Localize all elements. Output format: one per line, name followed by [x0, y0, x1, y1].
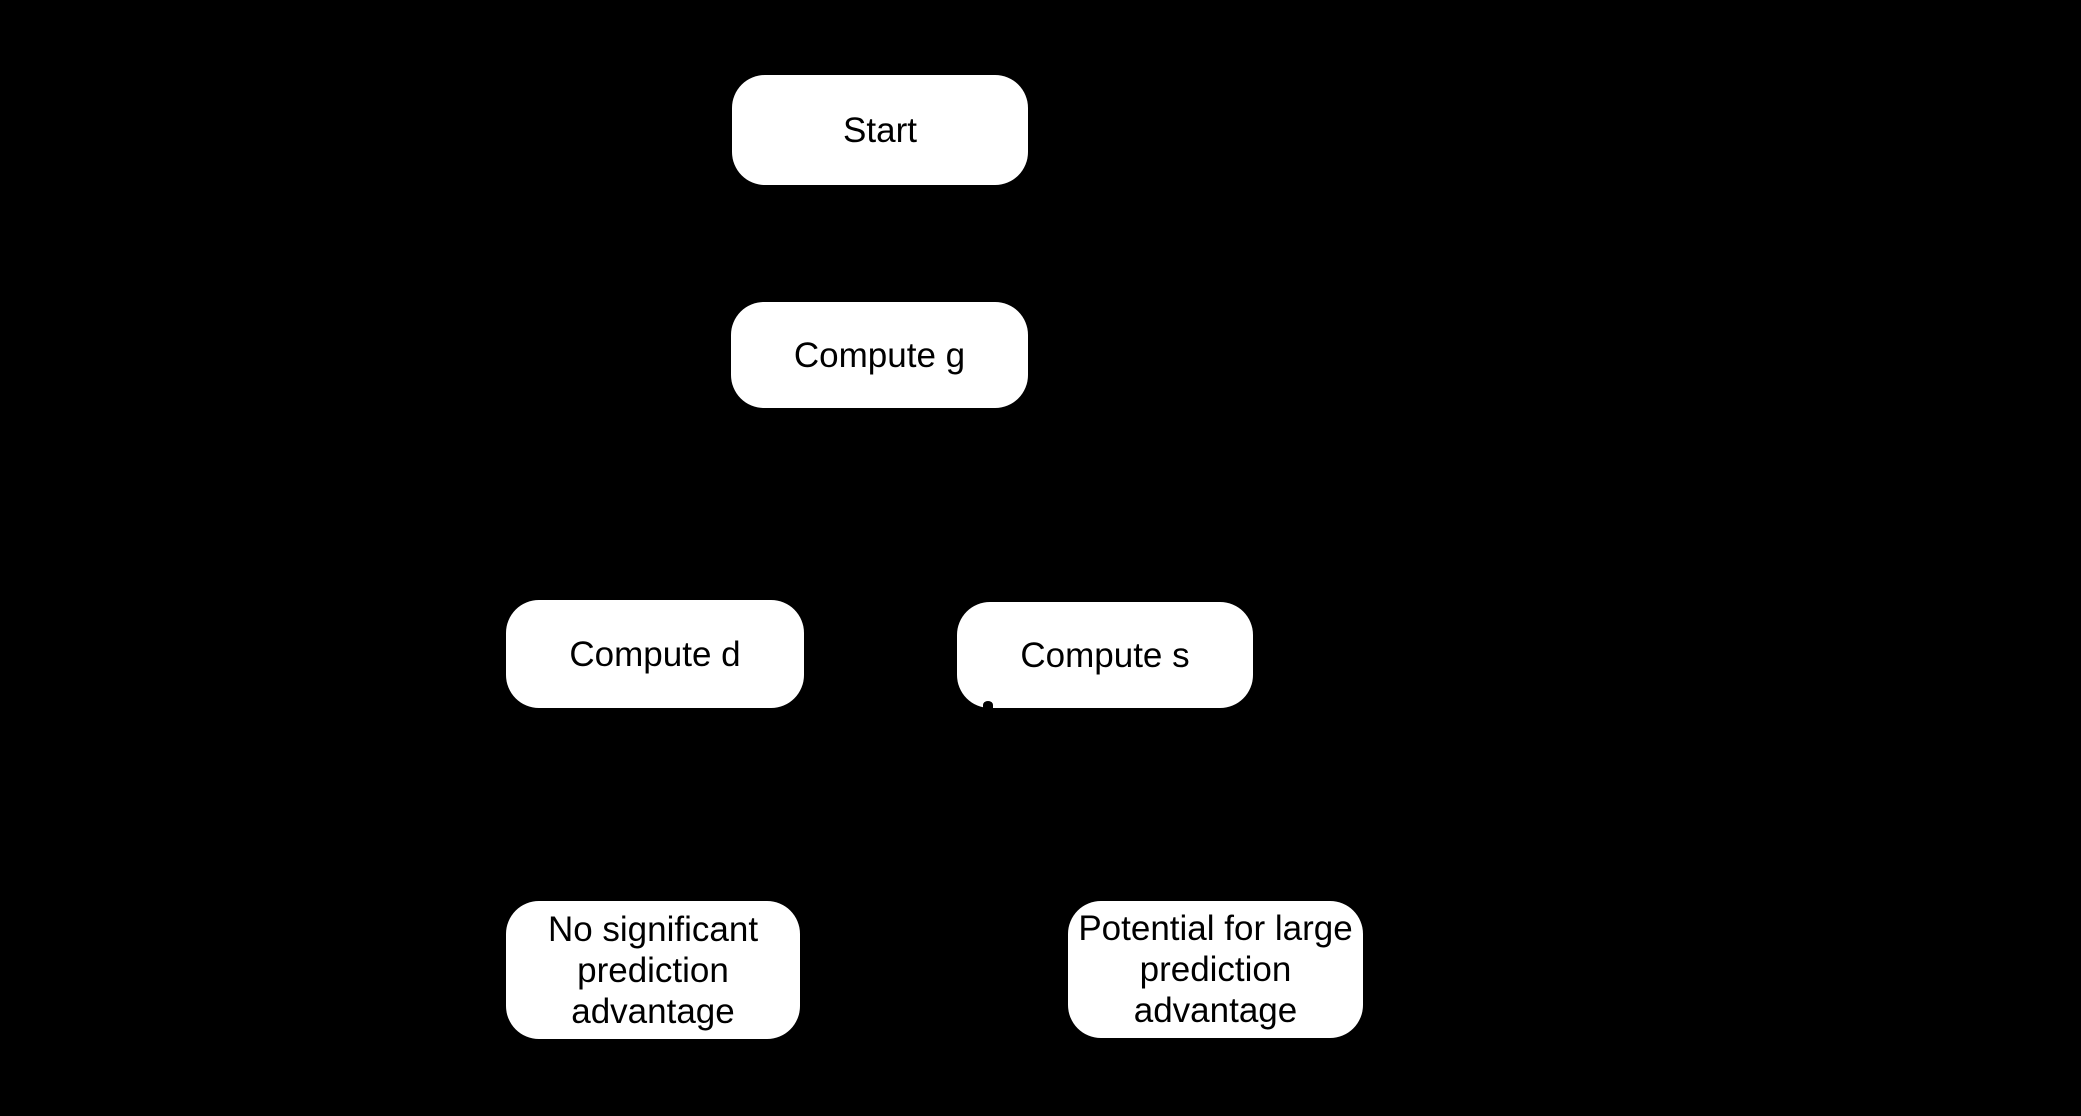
node-compute-g-label: Compute g — [793, 335, 966, 375]
node-compute-s: Compute s — [957, 602, 1253, 708]
node-start-label: Start — [843, 110, 917, 150]
node-no-significant-prediction-advantage: No significant prediction advantage — [506, 901, 800, 1039]
node-compute-d: Compute d — [506, 600, 804, 708]
node-no-significant-prediction-advantage-label: No significant prediction advantage — [547, 909, 759, 1031]
node-potential-large-prediction-advantage-label: Potential for large prediction advantage — [1078, 909, 1353, 1030]
stray-mark — [983, 701, 993, 709]
node-compute-d-label: Compute d — [569, 634, 741, 674]
node-compute-s-label: Compute s — [1020, 635, 1190, 675]
node-compute-g: Compute g — [731, 302, 1028, 408]
node-start: Start — [732, 75, 1028, 185]
node-potential-large-prediction-advantage: Potential for large prediction advantage — [1068, 901, 1363, 1038]
